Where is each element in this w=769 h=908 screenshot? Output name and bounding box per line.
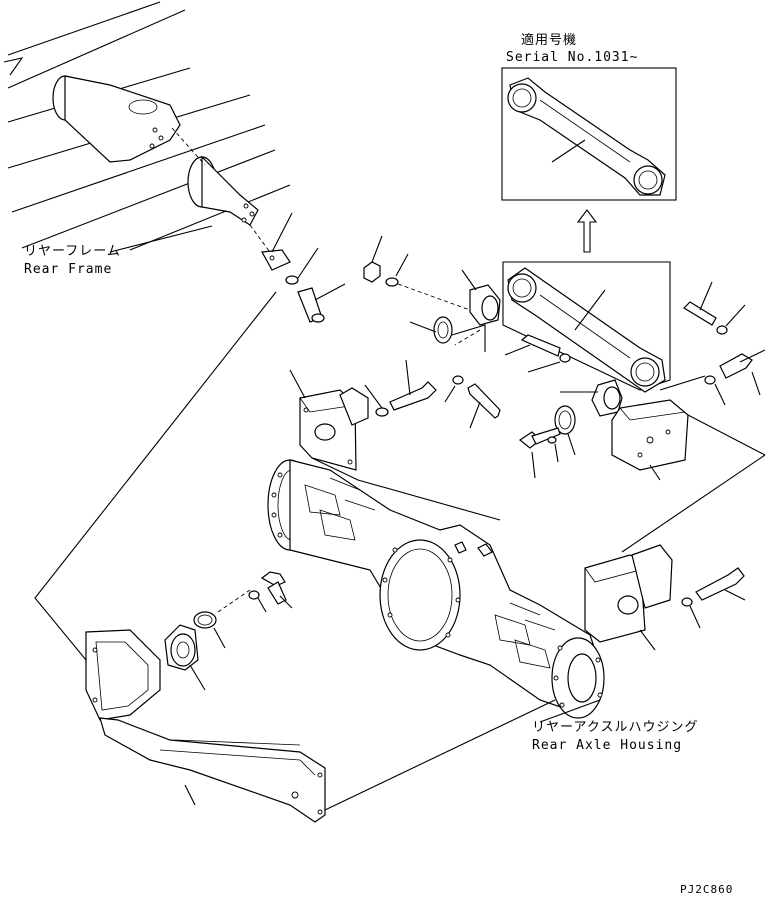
rear-frame-label-jp: リヤーフレーム (24, 244, 121, 259)
serial-label-jp: 適用号機 (521, 33, 578, 48)
bushing-axle (164, 624, 206, 691)
bushing-upper (461, 269, 501, 326)
rear-frame-leader (109, 225, 213, 253)
bolt-right-upper (683, 281, 746, 335)
bracket-left (289, 369, 501, 521)
bolt-lower-center (518, 427, 561, 479)
serial-detail-box (501, 67, 677, 201)
lock-plate (261, 212, 293, 271)
nut-top (363, 235, 471, 311)
rear-frame-label-en: Rear Frame (24, 262, 113, 277)
frame-to-arm-line (34, 291, 277, 661)
washer-a (285, 247, 319, 285)
bolt-axle-left (248, 571, 293, 613)
bracket-axle-right (584, 544, 673, 651)
seal-ring-left (409, 316, 486, 352)
seal-ring-lower (554, 405, 576, 456)
bolt-right-lower (704, 349, 766, 406)
axle-label-leader (539, 699, 601, 723)
bushing-lower (560, 379, 623, 417)
link-box (502, 261, 671, 393)
bracket-right (611, 399, 689, 481)
drawing-code: PJ2C860 (680, 883, 734, 896)
bolt-a (297, 283, 346, 323)
rear-axle-label-en: Rear Axle Housing (532, 738, 683, 753)
up-arrow (576, 209, 598, 253)
seal-ring-axle (193, 589, 251, 649)
rear-axle-housing (267, 459, 605, 719)
serial-label-en: Serial No.1031~ (506, 50, 639, 65)
arm-to-axle-line (324, 699, 556, 811)
bolt-axle-right (681, 567, 746, 629)
bolt-middle (504, 334, 571, 373)
bolt-left-bracket (364, 359, 501, 429)
rear-axle-label-jp: リヤーアクスルハウジング (532, 720, 699, 735)
rear-frame (3, 1, 291, 251)
frame-bracket (171, 127, 273, 256)
trailing-arm (85, 629, 326, 823)
